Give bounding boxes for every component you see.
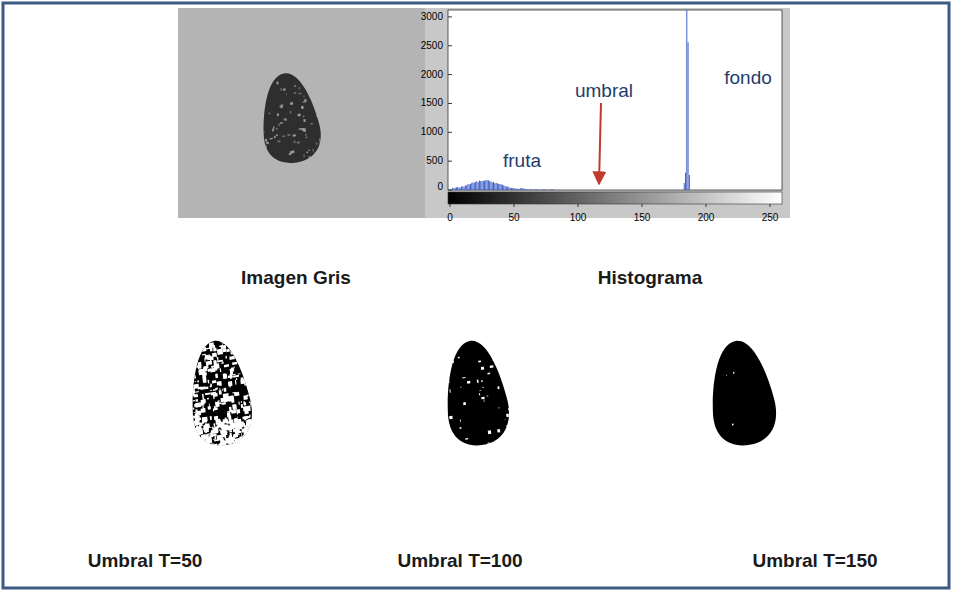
result-caption: Umbral T=100 — [397, 551, 522, 570]
threshold-label: umbral — [575, 81, 633, 100]
y-tick: 500 — [426, 156, 443, 166]
binary-strawberry-50 — [182, 335, 262, 455]
y-tick: 3000 — [421, 12, 443, 22]
panel-caption: Imagen Gris — [241, 268, 351, 287]
panel-caption: Histograma — [598, 268, 703, 287]
x-tick: 150 — [634, 213, 651, 223]
y-tick: 0 — [437, 182, 443, 192]
y-tick: 2000 — [421, 70, 443, 80]
plot-area — [448, 10, 782, 190]
threshold-arrow — [599, 103, 601, 184]
gray-colorbar — [448, 192, 782, 204]
x-tick: 0 — [447, 213, 453, 223]
gray-image-ground — [178, 8, 425, 218]
y-tick: 2500 — [421, 41, 443, 51]
histogram-bars — [453, 10, 690, 190]
region-label: fruta — [503, 151, 541, 170]
panel-ground — [178, 8, 790, 218]
frame — [3, 3, 949, 588]
result-caption: Umbral T=50 — [88, 551, 203, 570]
binary-strawberry-100 — [438, 336, 515, 451]
y-tick: 1000 — [421, 127, 443, 137]
region-label: fondo — [724, 68, 772, 87]
binary-strawberry-150 — [704, 336, 779, 450]
axis-ticks — [448, 17, 770, 207]
y-tick: 1500 — [421, 98, 443, 108]
x-tick: 200 — [698, 213, 715, 223]
x-tick: 250 — [762, 213, 779, 223]
result-caption: Umbral T=150 — [752, 551, 877, 570]
x-tick: 50 — [508, 213, 519, 223]
x-tick: 100 — [570, 213, 587, 223]
gray-strawberry — [254, 69, 328, 169]
